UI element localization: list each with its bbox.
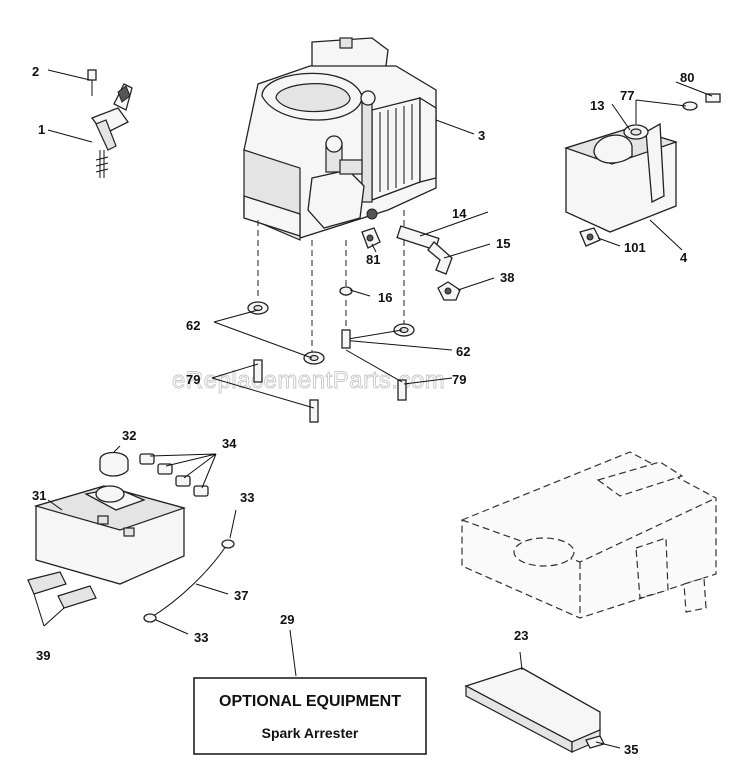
label-part-3: 3 xyxy=(478,128,485,143)
label-part-31: 31 xyxy=(32,488,46,503)
label-part-23: 23 xyxy=(514,628,528,643)
label-part-38: 38 xyxy=(500,270,514,285)
label-part-79-right: 79 xyxy=(452,372,466,387)
label-part-39: 39 xyxy=(36,648,50,663)
leader-lines xyxy=(47,69,713,677)
mower-frame xyxy=(461,451,717,619)
label-part-101: 101 xyxy=(624,240,646,255)
mounting-hardware xyxy=(211,301,453,423)
fuel-fittings xyxy=(339,225,461,301)
label-part-13: 13 xyxy=(590,98,604,113)
note-title: OPTIONAL EQUIPMENT xyxy=(219,693,401,710)
label-part-62-left: 62 xyxy=(186,318,200,333)
label-part-32: 32 xyxy=(122,428,136,443)
label-part-37: 37 xyxy=(234,588,248,603)
label-part-62-right: 62 xyxy=(456,344,470,359)
note-subtitle: Spark Arrester xyxy=(262,725,359,741)
label-part-1: 1 xyxy=(38,122,45,137)
heat-shield xyxy=(464,667,621,753)
label-part-80: 80 xyxy=(680,70,694,85)
label-part-34: 34 xyxy=(222,436,237,451)
spark-arrester-assembly xyxy=(27,451,235,627)
label-part-14: 14 xyxy=(452,206,467,221)
label-part-33-top: 33 xyxy=(240,490,254,505)
muffler-assembly xyxy=(564,93,721,247)
label-part-35: 35 xyxy=(624,742,638,757)
part-number-labels: 2 1 3 80 77 13 101 4 14 15 38 81 16 62 6… xyxy=(32,64,694,757)
label-part-16: 16 xyxy=(378,290,392,305)
label-part-79-left: 79 xyxy=(186,372,200,387)
label-part-81: 81 xyxy=(366,252,380,267)
label-part-29: 29 xyxy=(280,612,294,627)
label-part-77: 77 xyxy=(620,88,634,103)
label-part-33-bottom: 33 xyxy=(194,630,208,645)
label-part-4: 4 xyxy=(680,250,688,265)
throttle-control-assembly xyxy=(87,69,133,178)
label-part-2: 2 xyxy=(32,64,39,79)
label-part-15: 15 xyxy=(496,236,510,251)
engine xyxy=(243,37,437,241)
optional-equipment-note: OPTIONAL EQUIPMENT Spark Arrester xyxy=(193,677,427,755)
